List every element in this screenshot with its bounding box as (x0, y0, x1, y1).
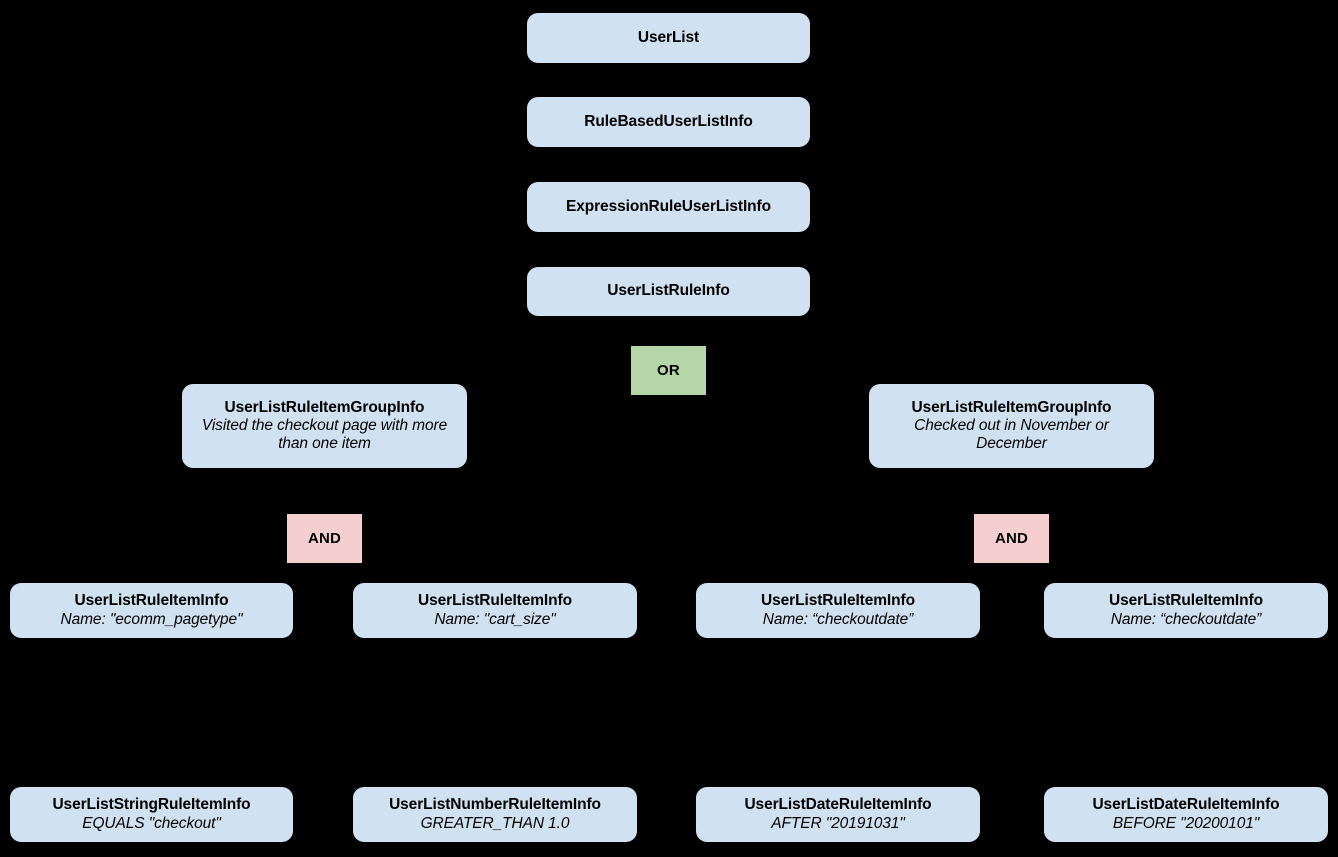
node-rule-item-1[interactable]: UserListRuleItemInfo Name: "cart_size" (353, 583, 637, 638)
operator-label: OR (657, 361, 680, 379)
node-subtitle: Name: "ecomm_pagetype" (60, 610, 243, 628)
edge-and-right-to-item-3 (1048, 537, 1187, 584)
node-title: RuleBasedUserListInfo (584, 112, 753, 130)
node-title: UserListNumberRuleItemInfo (389, 796, 601, 814)
node-rulebaseduserlistinfo[interactable]: RuleBasedUserListInfo (527, 97, 810, 147)
node-title: UserListStringRuleItemInfo (52, 796, 251, 814)
node-rule-item-0[interactable]: UserListRuleItemInfo Name: "ecomm_pagety… (10, 583, 293, 638)
edge-or-to-group-right (705, 370, 1012, 385)
node-operator-and-right[interactable]: AND (974, 514, 1049, 563)
node-subtitle: BEFORE "20200101" (1112, 814, 1260, 832)
node-subtitle: Visited the checkout page with more than… (201, 416, 448, 453)
node-leaf-item-2[interactable]: UserListDateRuleItemInfo AFTER "20191031… (696, 787, 980, 842)
edge-and-right-to-item-2 (837, 537, 975, 584)
node-subtitle: Checked out in November or December (914, 416, 1109, 453)
node-title: ExpressionRuleUserListInfo (566, 197, 771, 215)
node-subtitle: Name: “checkoutdate” (762, 610, 914, 628)
node-rule-item-2[interactable]: UserListRuleItemInfo Name: “checkoutdate… (696, 583, 980, 638)
node-subtitle: EQUALS "checkout" (82, 814, 221, 832)
node-title: UserListRuleItemGroupInfo (911, 398, 1112, 416)
node-subtitle: AFTER "20191031" (771, 814, 905, 832)
node-subtitle: GREATER_THAN 1.0 (420, 814, 570, 832)
operator-label: AND (994, 529, 1029, 547)
edge-or-to-group-left (324, 370, 632, 385)
node-title: UserList (637, 28, 700, 46)
node-userlist[interactable]: UserList (527, 13, 810, 63)
node-title: UserListRuleItemInfo (761, 592, 915, 610)
node-title: UserListDateRuleItemInfo (1092, 796, 1280, 814)
operator-label: AND (307, 529, 342, 547)
node-leaf-item-3[interactable]: UserListDateRuleItemInfo BEFORE "2020010… (1044, 787, 1328, 842)
node-rule-item-group-right[interactable]: UserListRuleItemGroupInfo Checked out in… (869, 384, 1154, 468)
arrowhead-group-right (1004, 372, 1018, 384)
node-operator-or[interactable]: OR (631, 346, 706, 395)
node-rule-item-3[interactable]: UserListRuleItemInfo Name: “checkoutdate… (1044, 583, 1328, 638)
node-rule-item-group-left[interactable]: UserListRuleItemGroupInfo Visited the ch… (182, 384, 467, 468)
node-leaf-item-0[interactable]: UserListStringRuleItemInfo EQUALS "check… (10, 787, 293, 842)
node-title: UserListRuleItemGroupInfo (224, 398, 425, 416)
node-title: UserListRuleInfo (607, 282, 730, 300)
node-operator-and-left[interactable]: AND (287, 514, 362, 563)
node-title: UserListRuleItemInfo (418, 592, 572, 610)
node-subtitle: Name: "cart_size" (434, 610, 556, 628)
node-expressionruleuserlistinfo[interactable]: ExpressionRuleUserListInfo (527, 182, 810, 232)
node-leaf-item-1[interactable]: UserListNumberRuleItemInfo GREATER_THAN … (353, 787, 637, 842)
edge-and-left-to-item-1 (361, 537, 496, 584)
node-subtitle: Name: “checkoutdate” (1110, 610, 1262, 628)
node-title: UserListRuleItemInfo (1109, 592, 1263, 610)
node-title: UserListDateRuleItemInfo (744, 796, 932, 814)
node-title: UserListRuleItemInfo (74, 592, 229, 610)
arrowhead-group-left (318, 372, 332, 384)
node-userlistruleinfo[interactable]: UserListRuleInfo (527, 267, 810, 316)
edge-and-left-to-item-0 (150, 537, 288, 584)
